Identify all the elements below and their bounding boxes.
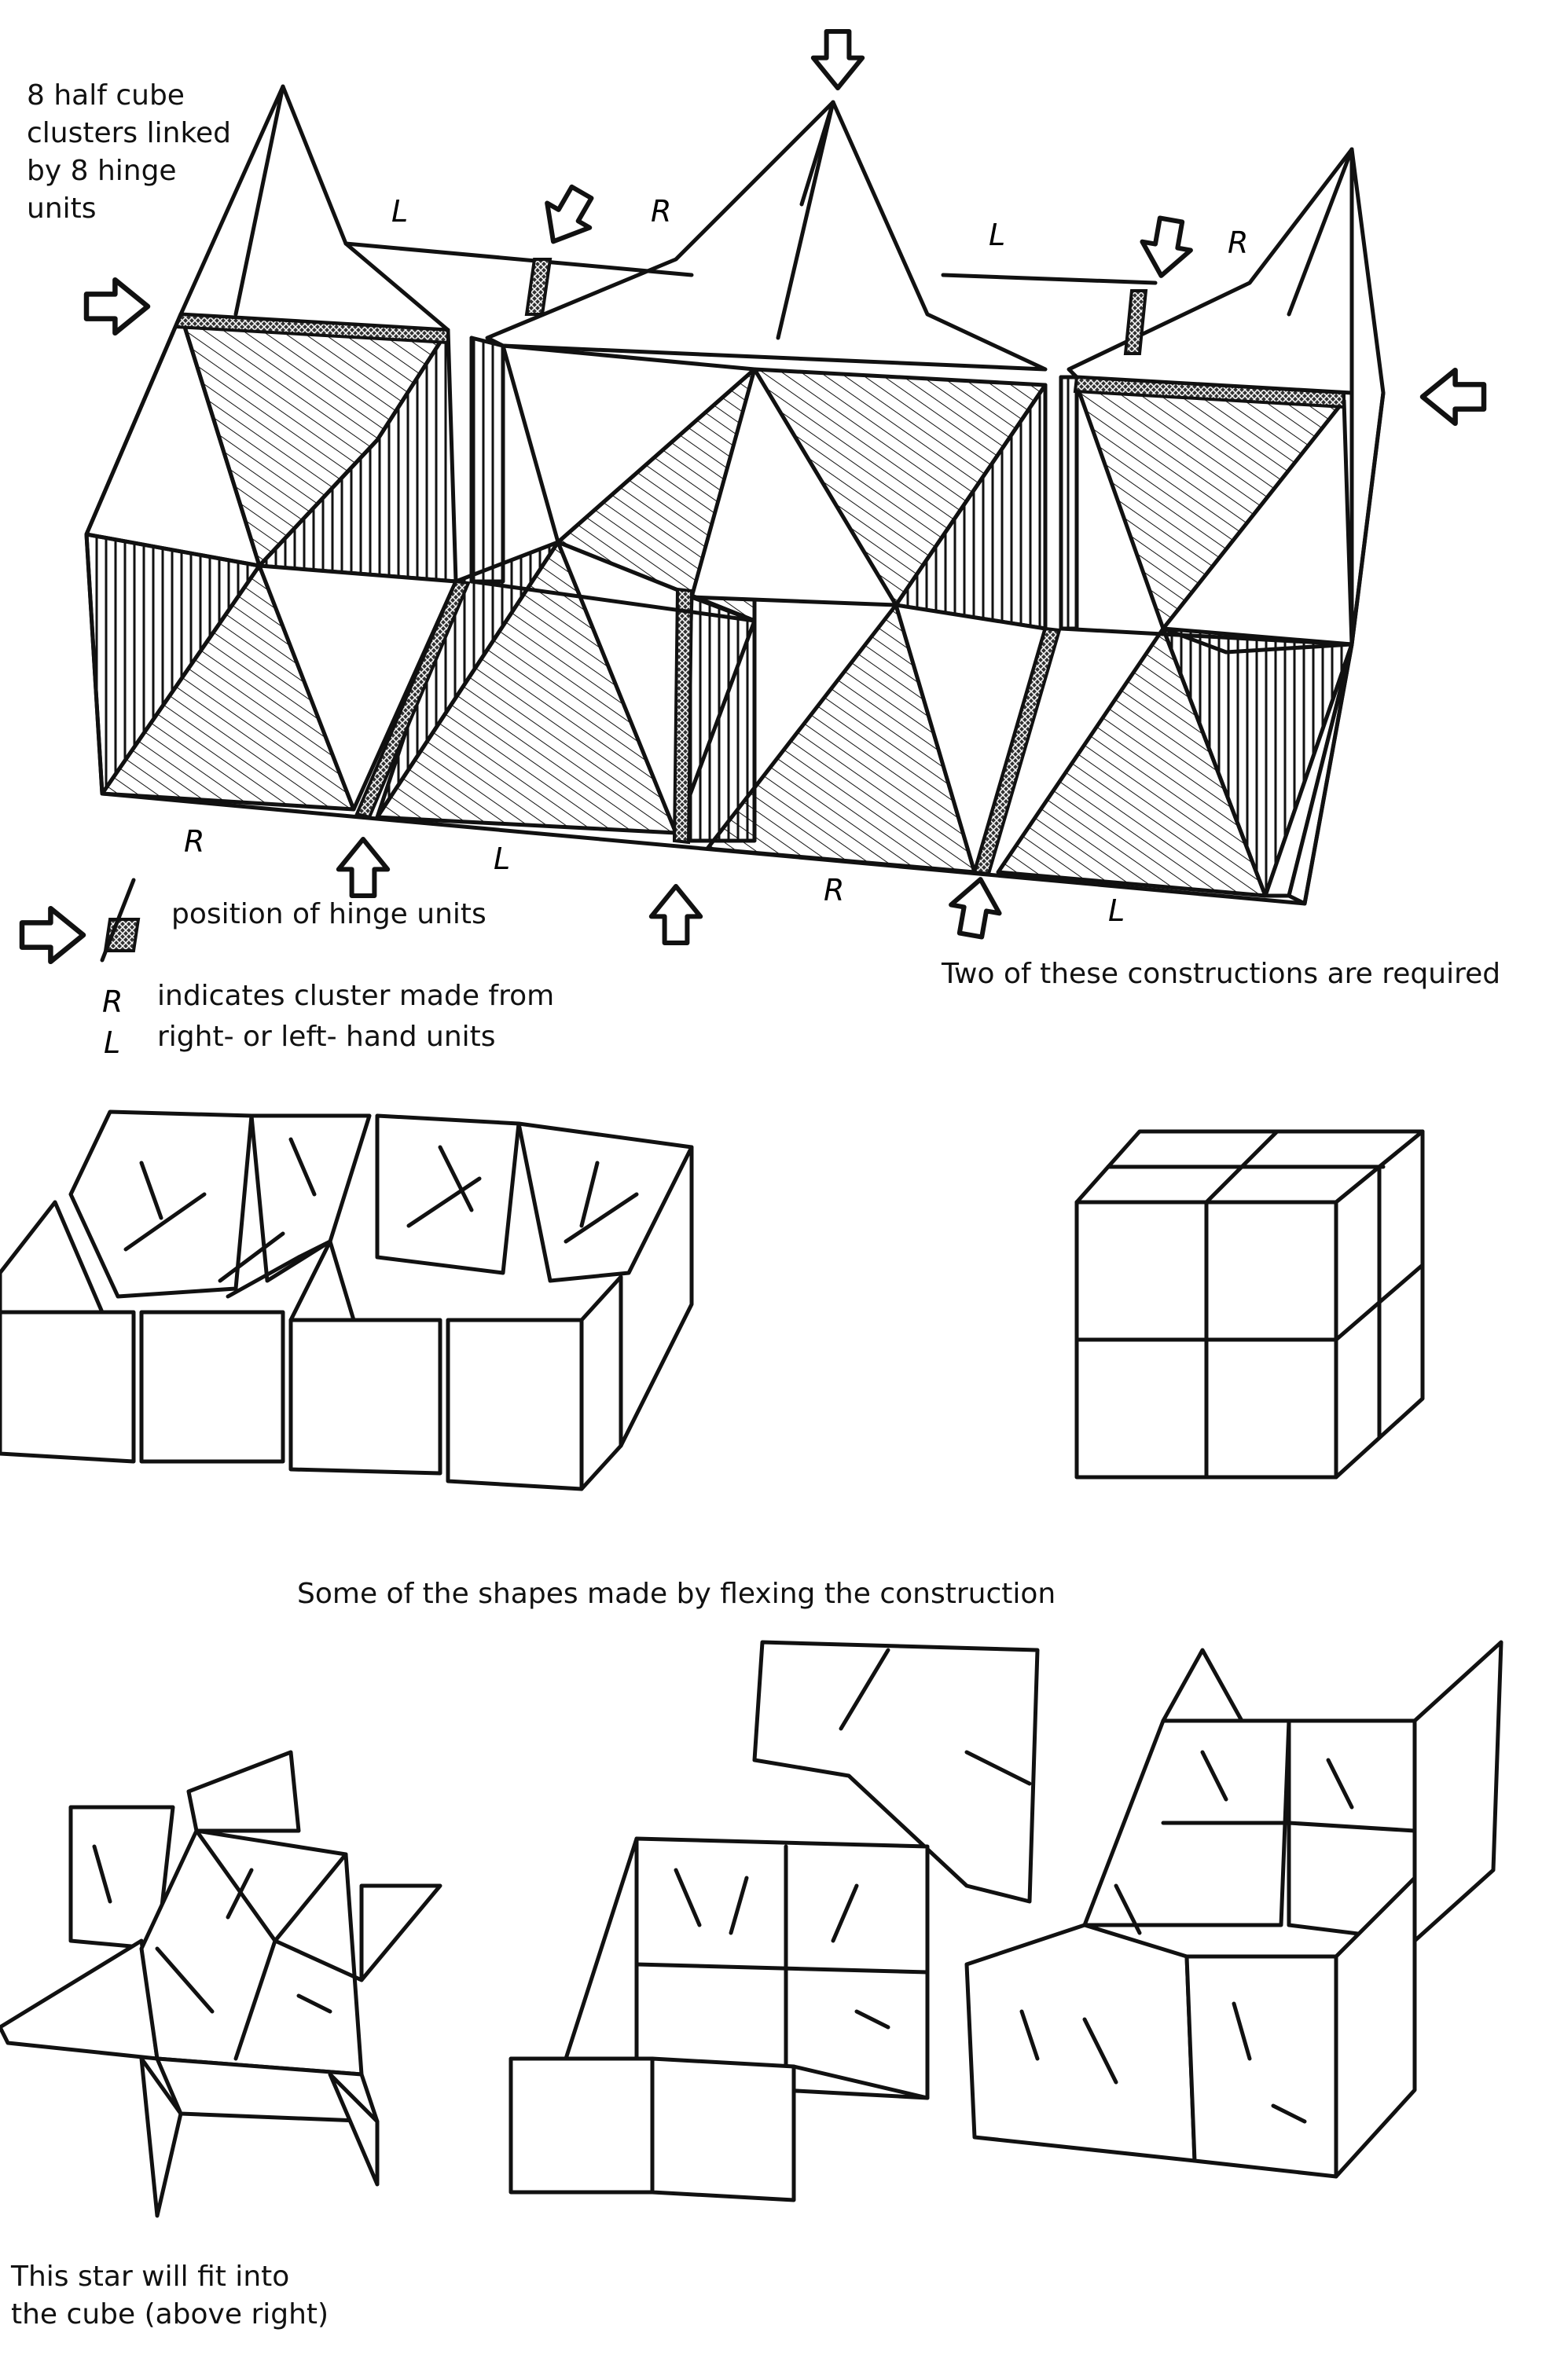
star-note: This star will fit into the cube (above … — [11, 2261, 329, 2330]
hand-units-label: right- or left- hand units — [157, 1021, 496, 1053]
cube-shape — [1074, 1129, 1425, 1480]
arrow-icon — [22, 908, 83, 962]
hinge-position-label: position of hinge units — [171, 898, 486, 930]
flat-strip-shape — [0, 1109, 694, 1491]
two-required-label: Two of these constructions are required — [942, 958, 1501, 990]
arrow-icon — [1423, 370, 1484, 424]
construction-outline — [84, 312, 1386, 906]
legend-R: R — [102, 985, 123, 1019]
hinged-construction — [84, 84, 1386, 906]
r-indicates-label: indicates cluster made from — [157, 980, 555, 1012]
arrow-icon — [86, 280, 148, 333]
hand-markers: L R L R R L R L R L — [102, 194, 1248, 1060]
top-note: 8 half cube clusters linked by 8 hinge u… — [27, 79, 232, 225]
upper-faces — [84, 147, 1386, 655]
legend-symbols — [22, 878, 141, 962]
marker-L: L — [1108, 893, 1125, 928]
marker-R: R — [1228, 226, 1248, 260]
arrow-icon — [532, 180, 603, 254]
marker-R: R — [651, 194, 671, 229]
legend-L: L — [104, 1025, 120, 1060]
hinge-units — [174, 258, 1346, 876]
arrow-icon — [946, 875, 1004, 940]
arrow-icon — [1137, 216, 1195, 281]
arrow-icon — [652, 886, 700, 943]
upright-shape — [964, 1640, 1503, 2179]
marker-R: R — [824, 873, 844, 908]
marker-L: L — [494, 842, 510, 876]
bent-shape — [508, 1640, 1040, 2202]
arrow-icon — [813, 31, 862, 88]
shapes-caption: Some of the shapes made by flexing the c… — [297, 1578, 1056, 1610]
lower-faces — [84, 532, 1354, 906]
marker-L: L — [989, 218, 1005, 252]
arrow-icon — [339, 839, 387, 896]
marker-L: L — [391, 194, 408, 229]
marker-R: R — [184, 824, 204, 859]
star-shape — [0, 1750, 442, 2218]
